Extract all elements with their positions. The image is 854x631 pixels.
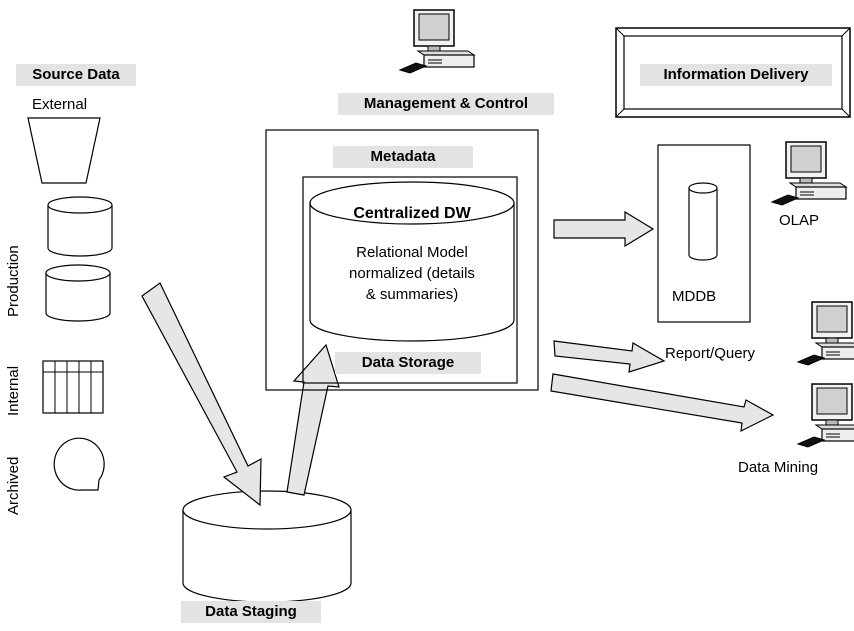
data-storage-frame <box>302 176 518 384</box>
centralized-dw-title: Centralized DW <box>353 205 471 222</box>
internal-table-shape <box>42 360 104 414</box>
external-label: External <box>32 96 88 113</box>
data-staging-label: Data Staging <box>181 601 321 623</box>
metadata-label: Metadata <box>333 146 473 168</box>
internal-label: Internal <box>5 365 22 416</box>
report-query-label: Report/Query <box>665 345 756 362</box>
information-delivery-title: Information Delivery <box>640 64 832 86</box>
production-label: Production <box>5 245 22 317</box>
arrow-dw-to-olap <box>553 210 655 248</box>
olap-computer-icon <box>771 141 847 206</box>
mining-computer-icon <box>797 383 854 448</box>
arrow-staging-to-storage <box>286 343 340 496</box>
arrow-dw-to-mining <box>550 373 775 433</box>
data-storage-label: Data Storage <box>335 352 481 374</box>
production-database-top <box>47 196 113 257</box>
mddb-label: MDDB <box>672 288 717 305</box>
dw-description-line1: Relational Model <box>356 244 468 261</box>
dw-description-line3: & summaries) <box>365 286 459 303</box>
olap-label: OLAP <box>779 212 820 229</box>
arrow-sources-to-staging <box>141 282 262 507</box>
external-source-shape <box>27 117 101 184</box>
centralized-dw-cylinder <box>309 181 515 342</box>
dw-description-line2: normalized (details <box>349 265 475 282</box>
mddb-cylinder <box>688 182 718 261</box>
production-database-bottom <box>45 264 111 322</box>
archived-label: Archived <box>5 456 22 515</box>
management-computer-icon <box>399 9 475 74</box>
management-control-label: Management & Control <box>338 93 554 115</box>
data-mining-label: Data Mining <box>738 459 819 476</box>
arrow-dw-to-report <box>553 340 666 373</box>
report-computer-icon <box>797 301 854 366</box>
data-staging-cylinder <box>182 490 352 603</box>
source-data-title: Source Data <box>16 64 136 86</box>
metadata-frame <box>265 129 539 391</box>
archived-tape-shape <box>53 437 105 491</box>
